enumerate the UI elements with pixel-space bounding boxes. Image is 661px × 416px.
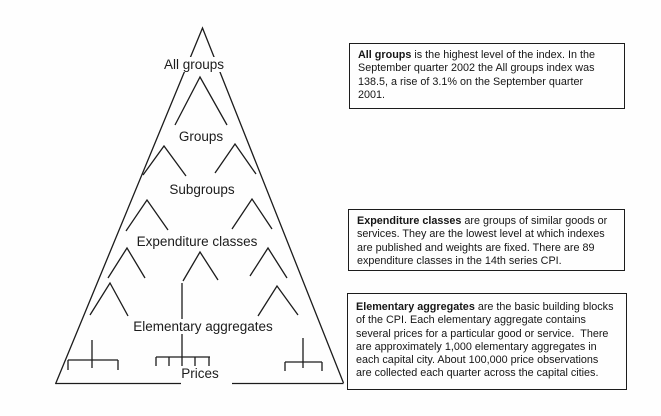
price-comb-icon-right xyxy=(284,338,323,371)
branch-icon-allgroups-to-groups xyxy=(174,75,228,126)
branch-icon-groups-right xyxy=(214,142,257,175)
note-line: are approximately 1,000 elementary aggre… xyxy=(356,340,597,353)
branch-icon-elemagg-left xyxy=(89,281,129,317)
note-line: Expenditure classes are groups of simila… xyxy=(357,215,620,228)
note-line: several prices for a particular good or … xyxy=(356,327,609,340)
note-line: expenditure classes in the 14th series C… xyxy=(357,254,562,267)
note-lead-bold: Elementary aggregates xyxy=(356,301,475,313)
branch-icon-subgroups-right xyxy=(231,197,273,230)
note-box-elementary-aggregates: Elementary aggregates are the basic buil… xyxy=(347,293,627,390)
branch-icon-elemagg-right xyxy=(257,284,299,317)
note-line: 138.5, a rise of 3.1% on the September q… xyxy=(358,75,584,88)
pyramid-sides xyxy=(54,26,345,385)
note-line: each capital city. About 100,000 price o… xyxy=(356,354,599,367)
note-lead-rest: are groups of similar goods or xyxy=(461,215,608,227)
level-label-subgroups: Subgroups xyxy=(166,182,238,197)
note-box-all-groups: All groups is the highest level of the i… xyxy=(349,43,625,109)
note-lead-rest: is the highest level of the index. In th… xyxy=(411,49,596,61)
note-line: All groups is the highest level of the i… xyxy=(358,49,620,62)
price-comb-icon-left xyxy=(67,340,119,370)
note-line: September quarter 2002 the All groups in… xyxy=(358,62,595,75)
level-label-groups: Groups xyxy=(175,129,227,144)
note-line: are published and weights are fixed. The… xyxy=(357,241,595,254)
note-line: Elementary aggregates are the basic buil… xyxy=(356,301,622,314)
note-line: services. They are the lowest level at w… xyxy=(357,228,605,241)
level-label-all-groups: All groups xyxy=(160,57,228,72)
branch-icon-expclasses-left xyxy=(107,246,146,279)
branch-icon-expclasses-right xyxy=(249,246,288,279)
branch-icon-expclasses-mid xyxy=(182,250,219,282)
note-box-expenditure-classes: Expenditure classes are groups of simila… xyxy=(348,209,625,271)
level-label-prices: Prices xyxy=(178,366,222,381)
pyramid-outline xyxy=(54,26,345,385)
price-comb-icon-middle xyxy=(155,356,210,366)
price-comb-icons xyxy=(67,338,323,371)
note-lead-rest: are the basic building blocks xyxy=(474,301,614,313)
note-lead-bold: All groups xyxy=(358,49,412,61)
branch-icon-groups-left xyxy=(142,144,187,177)
note-line: of the CPI. Each elementary aggregate co… xyxy=(356,314,586,327)
note-line: are collected each quarter across the ca… xyxy=(356,367,599,380)
note-line: 2001. xyxy=(358,88,386,101)
note-lead-bold: Expenditure classes xyxy=(357,215,462,227)
level-label-expenditure-classes: Expenditure classes xyxy=(133,234,261,249)
level-label-elementary-aggregates: Elementary aggregates xyxy=(130,319,276,334)
branch-icon-subgroups-left xyxy=(125,198,169,232)
